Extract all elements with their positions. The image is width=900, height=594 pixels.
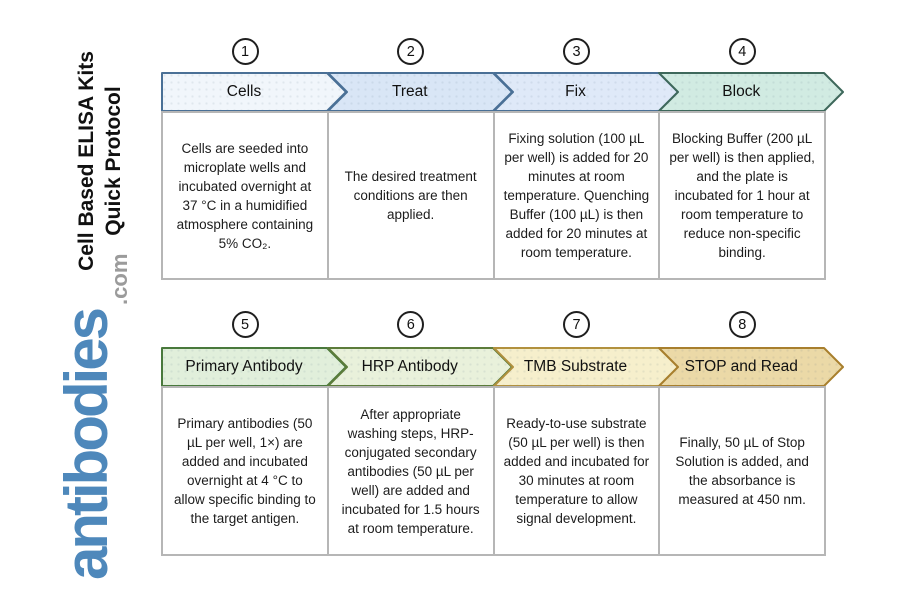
step-label-treat: Treat (391, 83, 428, 100)
step-label-hrp-antibody: HRP Antibody (361, 358, 458, 375)
step-description-text: Fixing solution (100 µL per well) is add… (503, 131, 650, 260)
step-description-text: After appropriate washing steps, HRP-con… (341, 406, 480, 536)
vertical-title: Cell Based ELISA Kits Quick Protocol (73, 36, 127, 286)
step-description-text: Ready-to-use substrate (50 µL per well) … (503, 416, 650, 526)
step-arrow-primary-antibody: Primary Antibody (161, 347, 348, 387)
step-label-block: Block (722, 83, 761, 100)
step-description-text: Primary antibodies (50 µL per well, 1×) … (173, 416, 316, 526)
title-line-1: Cell Based ELISA Kits (75, 51, 98, 271)
step-description-box-6: After appropriate washing steps, HRP-con… (326, 386, 495, 556)
step-description-box-1: Cells are seeded into microplate wells a… (161, 111, 329, 280)
step-number-7: 7 (563, 311, 590, 338)
step-number-5: 5 (231, 311, 259, 338)
step-description-text: The desired treatment conditions are the… (344, 169, 477, 222)
step-arrow-block: Block (658, 72, 845, 112)
title-line-2: Quick Protocol (102, 86, 125, 236)
step-number-4: 4 (728, 38, 756, 65)
step-description-text: Cells are seeded into microplate wells a… (176, 140, 314, 251)
step-number-text: 7 (572, 316, 581, 333)
description-row-2: Primary antibodies (50 µL per well, 1×) … (161, 386, 826, 556)
step-number-2: 2 (397, 38, 425, 65)
step-arrow-stop-and-read: STOP and Read (658, 347, 845, 387)
step-number-3: 3 (563, 38, 590, 65)
logo-domain-suffix: .com (107, 253, 132, 305)
step-description-text: Blocking Buffer (200 µL per well) is the… (669, 131, 815, 260)
brand-logo: antibodies .com (52, 254, 132, 580)
step-number-1: 1 (231, 38, 259, 65)
step-description-box-4: Blocking Buffer (200 µL per well) is the… (658, 111, 826, 280)
step-label-fix: Fix (565, 83, 586, 100)
step-arrow-treat: Treat (326, 72, 514, 112)
step-label-cells: Cells (226, 83, 262, 100)
step-number-8: 8 (728, 311, 756, 338)
step-description-box-5: Primary antibodies (50 µL per well, 1×) … (161, 386, 329, 556)
step-number-text: 3 (572, 43, 581, 60)
step-arrow-hrp-antibody: HRP Antibody (326, 347, 514, 387)
step-description-text: Finally, 50 µL of Stop Solution is added… (675, 435, 809, 507)
step-arrow-fix: Fix (492, 72, 680, 112)
step-number-6: 6 (397, 311, 425, 338)
step-description-box-3: Fixing solution (100 µL per well) is add… (492, 111, 661, 280)
step-arrow-cells: Cells (161, 72, 348, 112)
step-number-text: 8 (738, 316, 747, 333)
step-number-text: 6 (406, 316, 415, 333)
step-description-box-8: Finally, 50 µL of Stop Solution is added… (658, 386, 826, 556)
step-number-text: 5 (240, 316, 250, 333)
step-description-box-2: The desired treatment conditions are the… (326, 111, 495, 280)
logo-wordmark: antibodies (53, 309, 120, 580)
step-label-tmb-substrate: TMB Substrate (523, 358, 628, 375)
description-row-1: Cells are seeded into microplate wells a… (161, 111, 826, 280)
step-arrow-tmb-substrate: TMB Substrate (492, 347, 680, 387)
step-number-text: 2 (406, 43, 415, 60)
step-label-stop-and-read: STOP and Read (684, 358, 798, 375)
step-number-text: 4 (738, 43, 747, 60)
step-number-text: 1 (240, 43, 250, 60)
step-description-box-7: Ready-to-use substrate (50 µL per well) … (492, 386, 661, 556)
step-label-primary-antibody: Primary Antibody (185, 358, 303, 375)
